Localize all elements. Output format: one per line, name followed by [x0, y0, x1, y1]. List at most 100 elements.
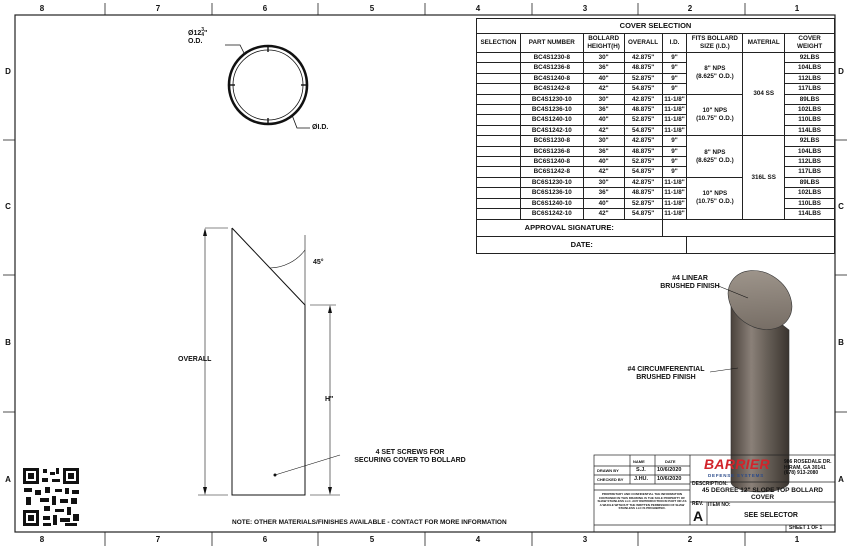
qr-code	[22, 467, 80, 527]
overall-cell: 42.875"	[623, 93, 663, 106]
overall-cell: 54.875"	[623, 124, 663, 137]
id-cell: 9"	[661, 51, 688, 64]
selection-cell[interactable]	[476, 114, 521, 126]
selection-cell[interactable]	[476, 124, 521, 137]
angle-dimension-label: 45°	[313, 259, 324, 266]
id-cell: 9"	[661, 72, 688, 85]
date-field[interactable]	[686, 235, 835, 254]
rev-label: REV.	[692, 501, 704, 507]
linear-finish-line-1: #4 LINEAR	[672, 275, 708, 282]
od-text: O.D.	[188, 38, 203, 45]
selection-cell[interactable]	[476, 135, 521, 147]
approval-signature-field[interactable]	[661, 218, 836, 237]
fits-bollard-size-cell: 8" NPS(8.625" O.D.)	[686, 52, 744, 95]
selection-cell[interactable]	[476, 197, 521, 210]
description-line-1: 45 DEGREE 12" SLOPE TOP BOLLARD	[702, 487, 823, 494]
cover-weight-cell: 114LBS	[784, 124, 835, 137]
cover-weight-cell: 89LBS	[784, 93, 835, 106]
zone-col-7-bottom: 7	[155, 535, 161, 544]
bollard-height-cell: 42"	[582, 166, 625, 178]
id-cell: 11-1/8"	[661, 197, 688, 210]
checked-by-label: CHECKED BY	[597, 477, 624, 482]
bollard-height-cell: 36"	[582, 145, 625, 158]
zone-row-a: A	[5, 475, 11, 484]
name-header: NAME	[633, 459, 645, 464]
table-title: COVER SELECTION	[476, 18, 835, 34]
company-address: 986 ROSEDALE DR.HIRAM, GA 30141(678) 913…	[784, 459, 832, 477]
selection-cell[interactable]	[476, 187, 521, 199]
part-number-cell: BC4S1230-8	[519, 51, 584, 64]
cover-weight-cell: 110LBS	[784, 114, 835, 126]
zone-col-5-bottom: 5	[369, 535, 375, 544]
id-cell: 11-1/8"	[661, 176, 688, 189]
selection-cell[interactable]	[476, 176, 521, 189]
nps-size: 10" NPS	[702, 190, 728, 198]
part-number-cell: BC6S1230-8	[519, 135, 584, 147]
zone-col-3-bottom: 3	[582, 535, 588, 544]
id-cell: 9"	[661, 62, 688, 74]
part-number-cell: BC6S1236-10	[519, 187, 584, 199]
id-cell: 11-1/8"	[661, 93, 688, 106]
cover-weight-cell: 117LBS	[784, 83, 835, 95]
checked-date-value: 10/6/2020	[657, 476, 682, 482]
column-header: SELECTION	[476, 33, 521, 53]
selection-cell[interactable]	[476, 166, 521, 178]
cover-weight-cell: 112LBS	[784, 156, 835, 168]
bollard-height-cell: 36"	[582, 62, 625, 74]
selection-cell[interactable]	[476, 72, 521, 85]
zone-col-7: 7	[155, 4, 161, 13]
checked-by-value: J.HU.	[634, 476, 649, 482]
part-number-cell: BC4S1240-10	[519, 114, 584, 126]
selection-cell[interactable]	[476, 62, 521, 74]
cover-weight-cell: 89LBS	[784, 176, 835, 189]
bollard-height-cell: 30"	[582, 176, 625, 189]
bollard-height-cell: 30"	[582, 135, 625, 147]
zone-col-5: 5	[369, 4, 375, 13]
overall-cell: 52.875"	[623, 72, 663, 85]
zone-row-c-right: C	[838, 202, 844, 211]
bollard-height-cell: 30"	[582, 51, 625, 64]
od-fraction-denominator: 4	[201, 32, 205, 38]
overall-cell: 52.875"	[623, 114, 663, 126]
overall-cell: 52.875"	[623, 156, 663, 168]
set-screws-line-2: SECURING COVER TO BOLLARD	[354, 457, 466, 464]
item-no-label: ITEM NO:	[708, 502, 731, 508]
id-cell: 9"	[661, 156, 688, 168]
rev-value: A	[693, 508, 704, 524]
selection-cell[interactable]	[476, 104, 521, 116]
selection-cell[interactable]	[476, 51, 521, 64]
bollard-height-cell: 40"	[582, 156, 625, 168]
drawn-by-label: DRAWN BY	[597, 468, 619, 473]
selection-cell[interactable]	[476, 208, 521, 220]
material-cell: 316L SS	[742, 135, 786, 220]
selection-cell[interactable]	[476, 145, 521, 158]
zone-row-b-right: B	[838, 338, 844, 347]
company-logo-subtitle: DEFENSE SYSTEMS	[708, 473, 765, 478]
selection-cell[interactable]	[476, 93, 521, 106]
cover-3d-render	[709, 270, 793, 493]
drawn-by-value: S.J.	[636, 467, 646, 473]
zone-col-1: 1	[794, 4, 800, 13]
selection-cell[interactable]	[476, 156, 521, 168]
cover-weight-cell: 92LBS	[784, 135, 835, 147]
address-line-2: HIRAM, GA 30141	[784, 464, 826, 471]
circ-finish-line-2: BRUSHED FINISH	[636, 374, 696, 381]
bollard-height-cell: 36"	[582, 187, 625, 199]
part-number-cell: BC6S1242-8	[519, 166, 584, 178]
cover-weight-cell: 117LBS	[784, 166, 835, 178]
od-size: (8.625" O.D.)	[696, 73, 734, 81]
cover-weight-cell: 92LBS	[784, 51, 835, 64]
part-number-cell: BC6S1240-8	[519, 156, 584, 168]
date-label: DATE:	[475, 235, 688, 254]
selection-cell[interactable]	[476, 83, 521, 95]
top-view-circle	[225, 44, 310, 129]
height-dimension-label: H"	[325, 396, 334, 403]
